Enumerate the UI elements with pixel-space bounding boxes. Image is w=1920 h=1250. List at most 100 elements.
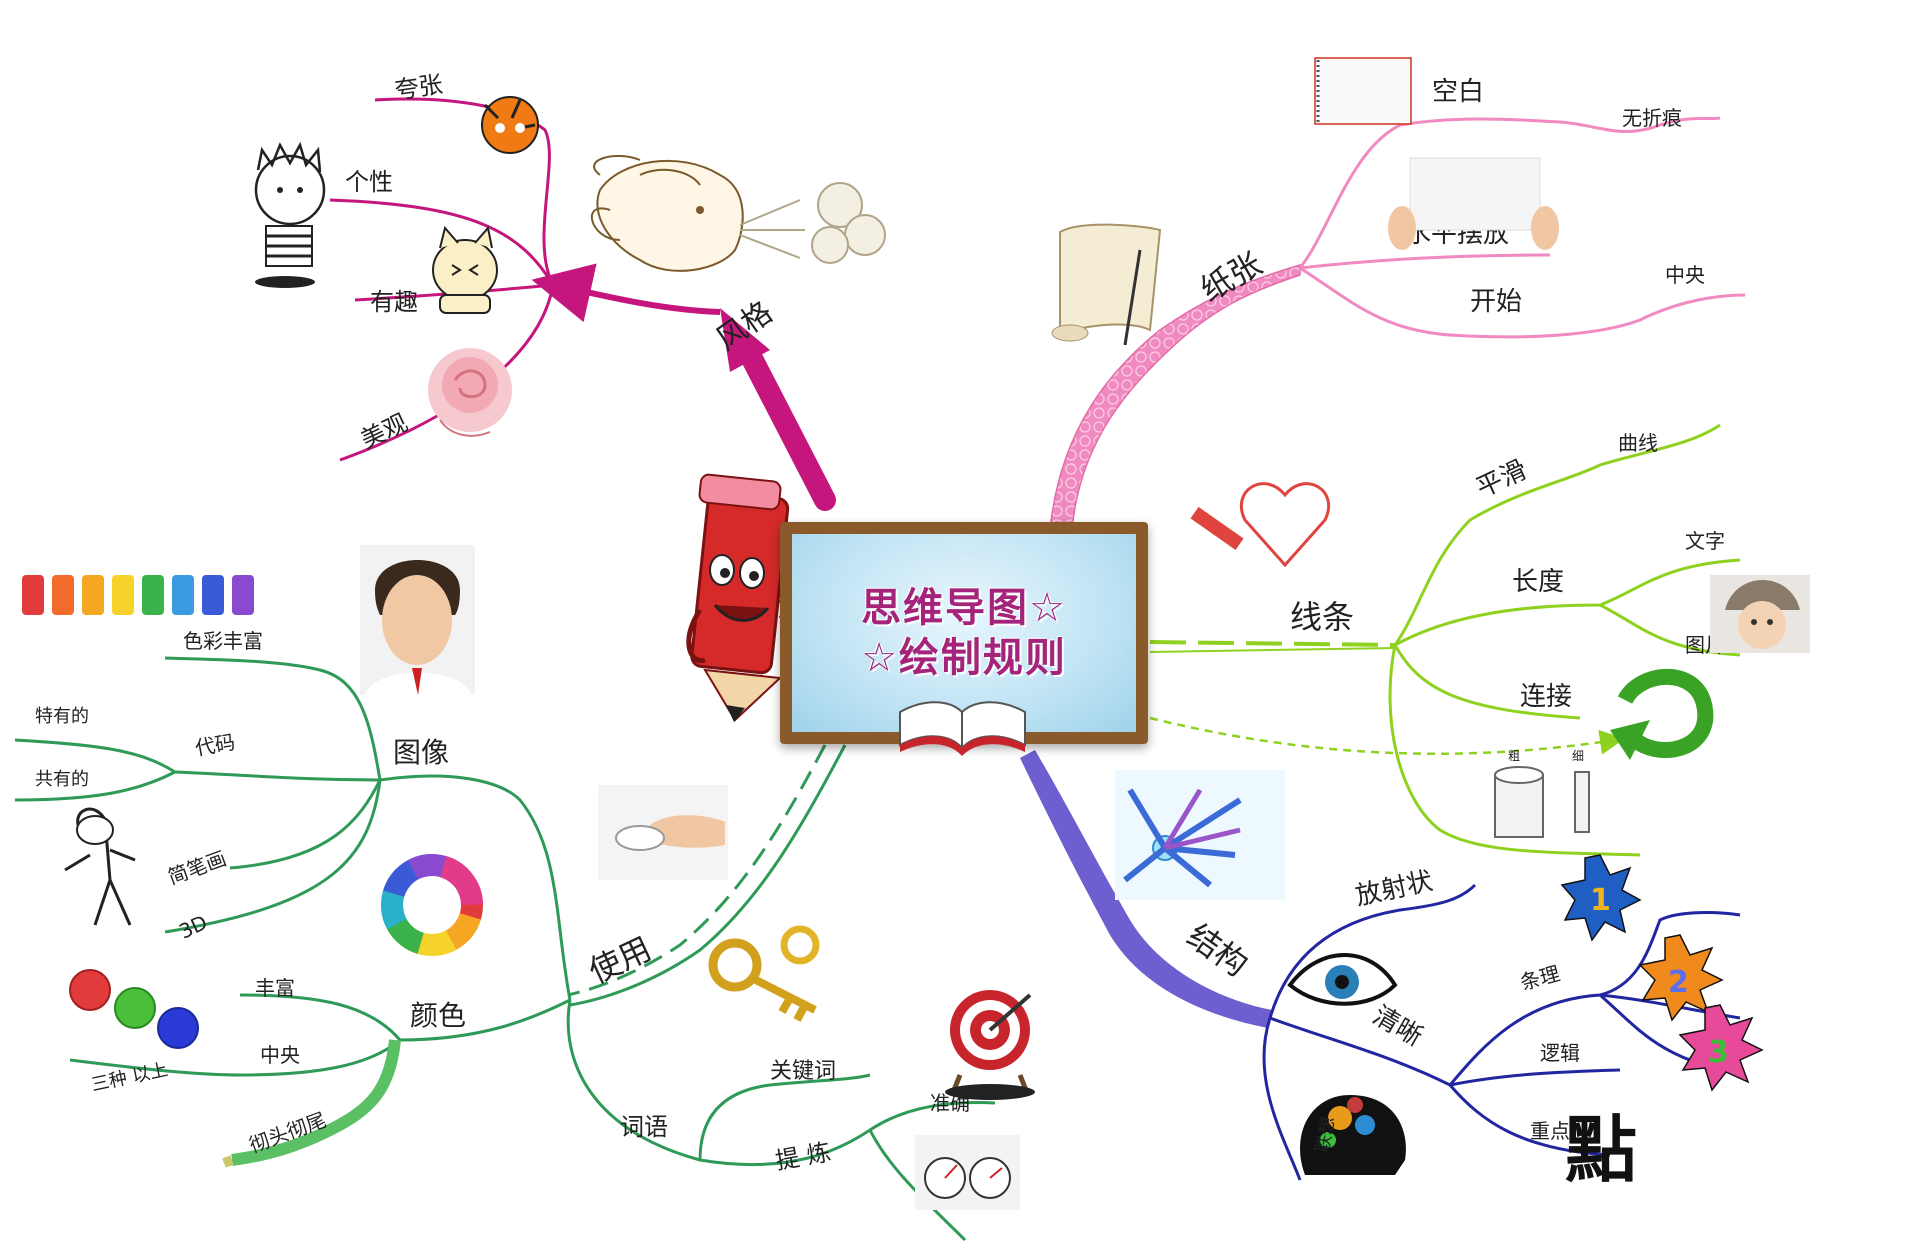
cartoon-boy-icon [254, 141, 326, 288]
blowing-face-icon [591, 154, 886, 272]
structure-branch-label[interactable]: 结构 [1180, 916, 1254, 984]
cartoon-pencil-icon [686, 473, 794, 722]
paper-item-blank[interactable]: 空白 [1432, 77, 1484, 107]
lines-branch-label[interactable]: 线条 [1290, 598, 1354, 636]
colors-link-center [69, 1038, 401, 1077]
speedometer-icon [915, 1135, 1020, 1210]
lines-main-connector-2 [1149, 647, 1396, 653]
paper-item-start[interactable]: 开始 [1470, 287, 1522, 317]
central-topic-board[interactable]: 思维导图☆ ☆绘制规则 [780, 522, 1148, 744]
paper-sub-center[interactable]: 中央 [1665, 263, 1705, 287]
structure-link-associate [1262, 1017, 1302, 1181]
style-item-exaggerate[interactable]: 夸张 [393, 70, 444, 104]
target-icon [945, 990, 1035, 1100]
rose-icon [428, 348, 512, 437]
pencil-heart-icon [1190, 482, 1331, 568]
cartoon-cat-icon [432, 225, 498, 314]
structure-link-logic [1449, 1068, 1621, 1087]
lines-link-connect [1393, 644, 1581, 720]
structure-item-clear[interactable]: 清晰 [1367, 1001, 1427, 1053]
number-1-icon: 1 [1560, 854, 1642, 942]
style-arrow-line [531, 263, 721, 323]
images-link-code [174, 770, 381, 782]
images-sub-shared[interactable]: 共有的 [35, 769, 89, 790]
tree-stump-icon: 粗 细 [1494, 749, 1590, 838]
colored-pencils-icon [22, 575, 254, 615]
colors-link-throughout [231, 1039, 401, 1166]
usage-sub-keyword[interactable]: 关键词 [770, 1059, 836, 1084]
paper-main-connector [1049, 263, 1301, 531]
paper-link-blank [1298, 116, 1721, 269]
branch-lines: 线条 平滑 曲线 长度 文字 图片 连接 粗 细 [1149, 423, 1810, 857]
paper-sub-no-crease[interactable]: 无折痕 [1622, 106, 1682, 130]
open-book-icon [899, 701, 1026, 756]
images-link-shared [14, 770, 176, 802]
usage-link-refine [566, 999, 996, 1167]
branch-images: 图像 色彩丰富 代码 特有的 共有的 简笔画 3D [14, 545, 572, 1001]
colors-branch-label[interactable]: 颜色 [410, 999, 466, 1032]
structure-sub-logic[interactable]: 逻辑 [1540, 1041, 1580, 1065]
man-portrait-icon [360, 545, 475, 695]
firework-arrows-icon [1115, 770, 1285, 900]
gear-head-icon: 联想 [1300, 1095, 1406, 1175]
branch-colors: 颜色 丰富 中央 三种 以上 彻头彻尾 [69, 969, 571, 1168]
usage-link-concise [868, 1129, 967, 1242]
images-link-unique [14, 738, 176, 774]
colors-item-center[interactable]: 中央 [260, 1043, 300, 1067]
lines-link-length [1394, 558, 1741, 647]
number-2-icon: 2 [1638, 934, 1724, 1022]
central-topic-title-line2: ☆绘制规则 [861, 635, 1067, 681]
usage-item-refine[interactable]: 提 炼 [773, 1138, 833, 1175]
lines-link-smooth [1393, 423, 1721, 646]
images-item-sketch[interactable]: 简笔画 [165, 846, 230, 889]
svg-text:1: 1 [1590, 883, 1611, 918]
images-item-code[interactable]: 代码 [193, 730, 237, 761]
svg-text:2: 2 [1668, 965, 1689, 1000]
lines-sub-text[interactable]: 文字 [1685, 529, 1725, 553]
paper-link-start [1299, 266, 1746, 339]
golden-keys-icon [708, 925, 820, 1022]
calligraphy-icon: 點 [1565, 1107, 1637, 1192]
paper-scroll-icon [1051, 223, 1162, 346]
branch-paper: 纸张 空白 无折痕 水平摆放 开始 中央 [1049, 57, 1746, 531]
images-item-colorful[interactable]: 色彩丰富 [183, 629, 263, 653]
cartoon-tiger-icon [481, 96, 539, 154]
lines-item-length[interactable]: 长度 [1512, 567, 1564, 597]
structure-sub-order[interactable]: 条理 [1518, 961, 1563, 995]
style-item-personality[interactable]: 个性 [345, 168, 393, 196]
colors-item-rich[interactable]: 丰富 [255, 976, 295, 1000]
structure-link-clear [1269, 1016, 1451, 1087]
eye-icon [1287, 953, 1398, 1006]
usage-main-connector-b [567, 744, 827, 997]
green-arrow-icon [1610, 668, 1714, 760]
central-topic-panel: 思维导图☆ ☆绘制规则 [792, 534, 1136, 732]
stump-caption-thick: 粗 [1508, 749, 1520, 763]
branch-usage: 使用 词语 关键词 提 炼 准确 精要 [566, 744, 1035, 1242]
lines-sub-curve[interactable]: 曲线 [1618, 431, 1658, 455]
lines-item-smooth[interactable]: 平滑 [1472, 455, 1532, 504]
hands-holding-paper-icon [1388, 157, 1559, 250]
images-sub-unique[interactable]: 特有的 [35, 706, 89, 727]
structure-main-connector [1020, 750, 1272, 1028]
usage-item-word[interactable]: 词语 [620, 1113, 668, 1141]
style-arrow-head [720, 308, 770, 372]
lines-item-connect[interactable]: 连接 [1520, 682, 1572, 712]
colors-throughout-tip [222, 1155, 234, 1168]
structure-sub-key[interactable]: 重点 [1530, 1119, 1570, 1143]
usage-link-keyword [698, 1073, 871, 1161]
color-buttons-icon [69, 969, 199, 1049]
lines-link-thickness [1388, 644, 1641, 857]
paper-link-horizontal [1299, 253, 1551, 270]
images-link-colorful [164, 656, 382, 781]
structure-link-key [1448, 1084, 1611, 1157]
style-link-1 [374, 97, 555, 286]
images-item-3d[interactable]: 3D [175, 910, 211, 944]
style-item-beauty[interactable]: 美观 [356, 408, 411, 454]
cartoon-dog-icon [64, 807, 136, 926]
images-branch-label[interactable]: 图像 [393, 736, 449, 769]
colors-link-rich [239, 993, 402, 1041]
style-item-fun[interactable]: 有趣 [370, 288, 418, 316]
structure-item-radial[interactable]: 放射状 [1353, 866, 1436, 912]
branch-style: 风格 夸张 个性 有趣 美观 [254, 70, 886, 511]
